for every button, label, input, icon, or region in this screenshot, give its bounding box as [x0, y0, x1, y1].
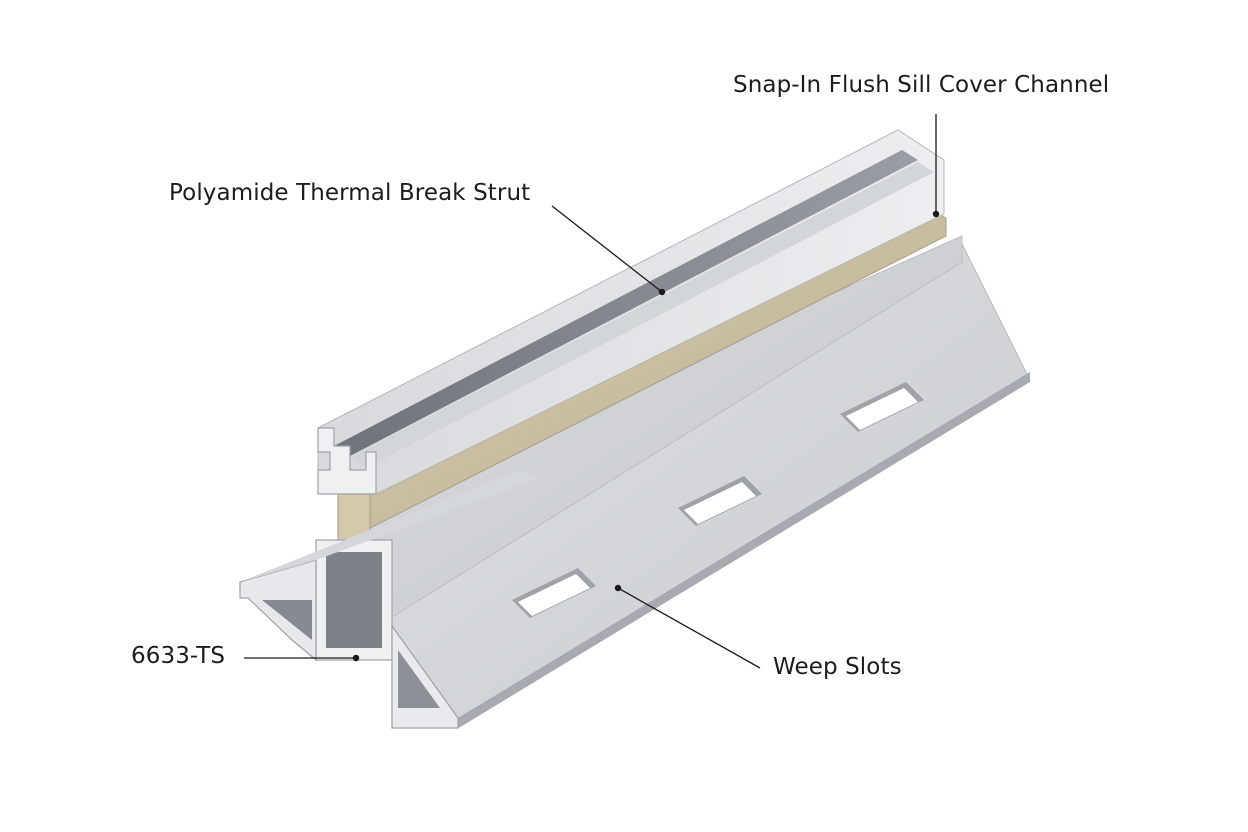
weep-slot-3 [840, 382, 924, 432]
leader-dot-snap [932, 210, 940, 218]
callout-part-number: 6633-TS [131, 643, 226, 669]
leader-weep-slots [617, 587, 761, 669]
leader-dot-part [352, 654, 360, 662]
upper-profile-end [317, 427, 377, 495]
callout-snap-in-cover: Snap-In Flush Sill Cover Channel [733, 72, 1110, 98]
lower-tube-cavity [326, 552, 382, 648]
sill-flange-edge [458, 372, 1030, 728]
channel-lip [350, 162, 934, 468]
callout-weep-slots: Weep Slots [773, 654, 902, 680]
weep-slot-2 [678, 476, 762, 526]
left-foot-top [240, 470, 540, 582]
leader-thermal-strut [551, 205, 663, 293]
callout-thermal-strut: Polyamide Thermal Break Strut [169, 180, 531, 206]
weep-slot-1 [512, 568, 596, 618]
right-gusset-cavity [398, 650, 440, 708]
leader-dot-strut [658, 288, 666, 296]
leader-dot-weep [614, 584, 622, 592]
left-foot-gap [262, 600, 312, 640]
snap-in-channel [334, 150, 918, 456]
